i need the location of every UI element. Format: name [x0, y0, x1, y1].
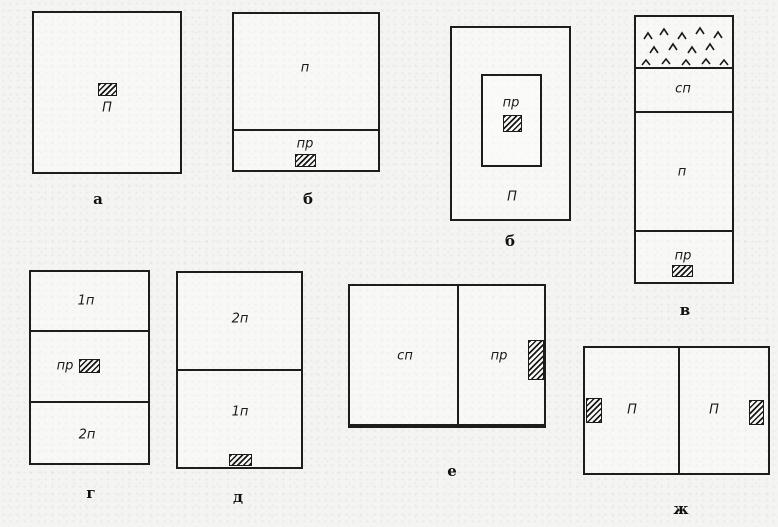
diagram-e-room — [348, 284, 546, 428]
diagram-zh-left-label: П — [627, 402, 637, 418]
diagram-zh-right-hatched-element — [749, 400, 764, 425]
diagram-v-divider-3 — [636, 230, 732, 232]
diagram-zh-room — [583, 346, 770, 475]
diagram-b1-room — [232, 12, 380, 172]
diagram-g-top-label: 1п — [77, 293, 95, 309]
diagram-v-caption: в — [679, 301, 691, 319]
diagram-a-caption: а — [93, 190, 103, 208]
diagram-v-divider-1 — [636, 67, 732, 69]
diagram-a-label: П — [102, 100, 112, 116]
diagram-g-hatched-element — [79, 359, 100, 373]
diagram-v-divider-2 — [636, 111, 732, 113]
diagram-b1-divider — [234, 129, 378, 131]
diagram-d-upper-label: 2п — [231, 311, 249, 327]
diagram-v-bottom-label: пр — [674, 248, 692, 264]
diagram-b1-caption: б — [302, 190, 314, 208]
diagram-g-middle-label: пр — [56, 358, 74, 374]
diagram-g-bottom-label: 2п — [78, 427, 96, 443]
diagram-d-caption: д — [233, 488, 243, 506]
diagram-g-divider-1 — [31, 330, 148, 332]
diagram-b2-outer-label: П — [507, 189, 517, 205]
diagram-d-lower-label: 1п — [231, 404, 249, 420]
diagram-e-caption: е — [447, 462, 457, 480]
diagram-g-room — [29, 270, 150, 465]
diagram-zh-right-label: П — [709, 402, 719, 418]
diagram-b2-caption: б — [504, 232, 516, 250]
diagram-zh-caption: ж — [673, 500, 689, 518]
diagram-e-divider — [457, 286, 459, 424]
diagram-v-middle-label: п — [677, 164, 687, 180]
diagram-zh-divider — [678, 348, 680, 473]
diagram-b1-lower-label: пр — [296, 136, 314, 152]
diagram-v-top-label: сп — [675, 81, 691, 97]
diagram-d-hatched-element — [229, 454, 252, 466]
diagram-d-room — [176, 271, 303, 469]
diagram-v-hatched-element — [672, 265, 693, 277]
diagram-d-divider — [178, 369, 301, 371]
diagram-b1-hatched-element — [295, 154, 316, 167]
diagram-e-left-label: сп — [397, 348, 413, 364]
diagram-e-hatched-element — [528, 340, 544, 380]
diagram-a-hatched-element — [98, 83, 117, 96]
mountain-symbols — [641, 26, 729, 66]
diagram-g-caption: г — [86, 484, 96, 502]
diagram-e-right-label: пр — [490, 348, 508, 364]
diagram-b2-inner-label: пр — [502, 95, 520, 111]
diagram-zh-left-hatched-element — [586, 398, 602, 423]
diagram-v-room — [634, 15, 734, 284]
diagram-b2-hatched-element — [503, 115, 522, 132]
diagram-g-divider-2 — [31, 401, 148, 403]
diagram-b1-upper-label: п — [300, 60, 310, 76]
